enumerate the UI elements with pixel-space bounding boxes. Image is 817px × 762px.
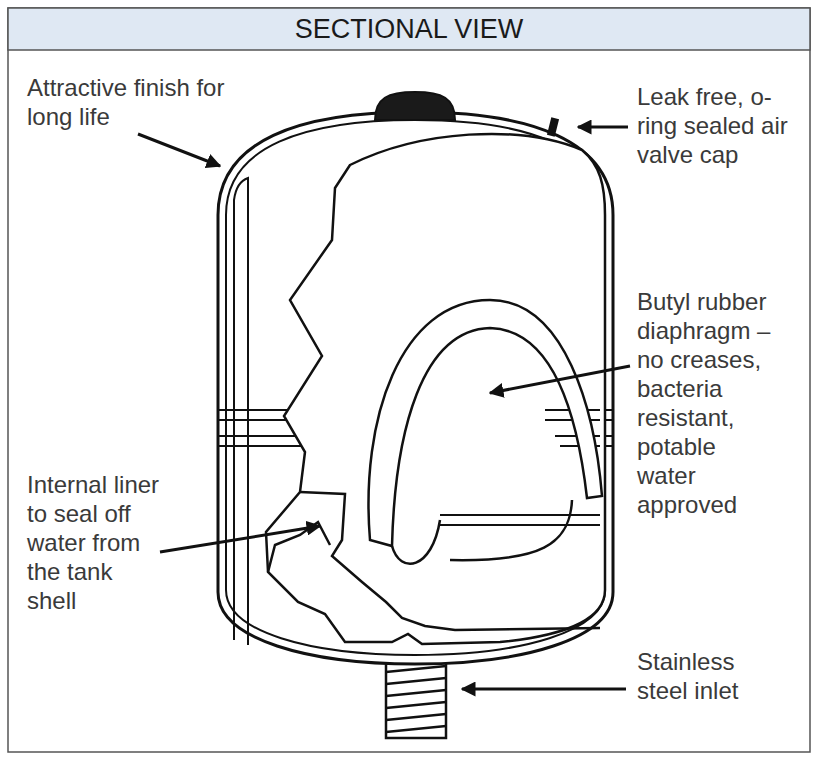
cutaway-edge [266,134,605,644]
tank-inner-line [226,120,605,655]
outer-frame [8,8,810,752]
callout-label: Attractive finish for long life [27,73,237,131]
diaphragm-fold [392,500,572,564]
diagram-title: SECTIONAL VIEW [8,8,810,50]
callout-label: Butyl rubber diaphragm – no creases, bac… [637,287,777,519]
callout-label: Internal liner to seal off water from th… [27,470,167,615]
diaphragm [369,300,603,546]
inlet-symbol [386,660,446,738]
internal-liner [268,492,600,630]
leader-arrow [138,127,630,689]
title-band [8,8,810,50]
top-cap [375,92,455,120]
finish-stripe [234,178,248,645]
callout-label: Leak free, o-ring sealed air valve cap [637,82,802,169]
callout-label: Stainless steel inlet [637,647,777,705]
air-valve-cap [547,117,559,136]
tank-shell [218,112,613,664]
